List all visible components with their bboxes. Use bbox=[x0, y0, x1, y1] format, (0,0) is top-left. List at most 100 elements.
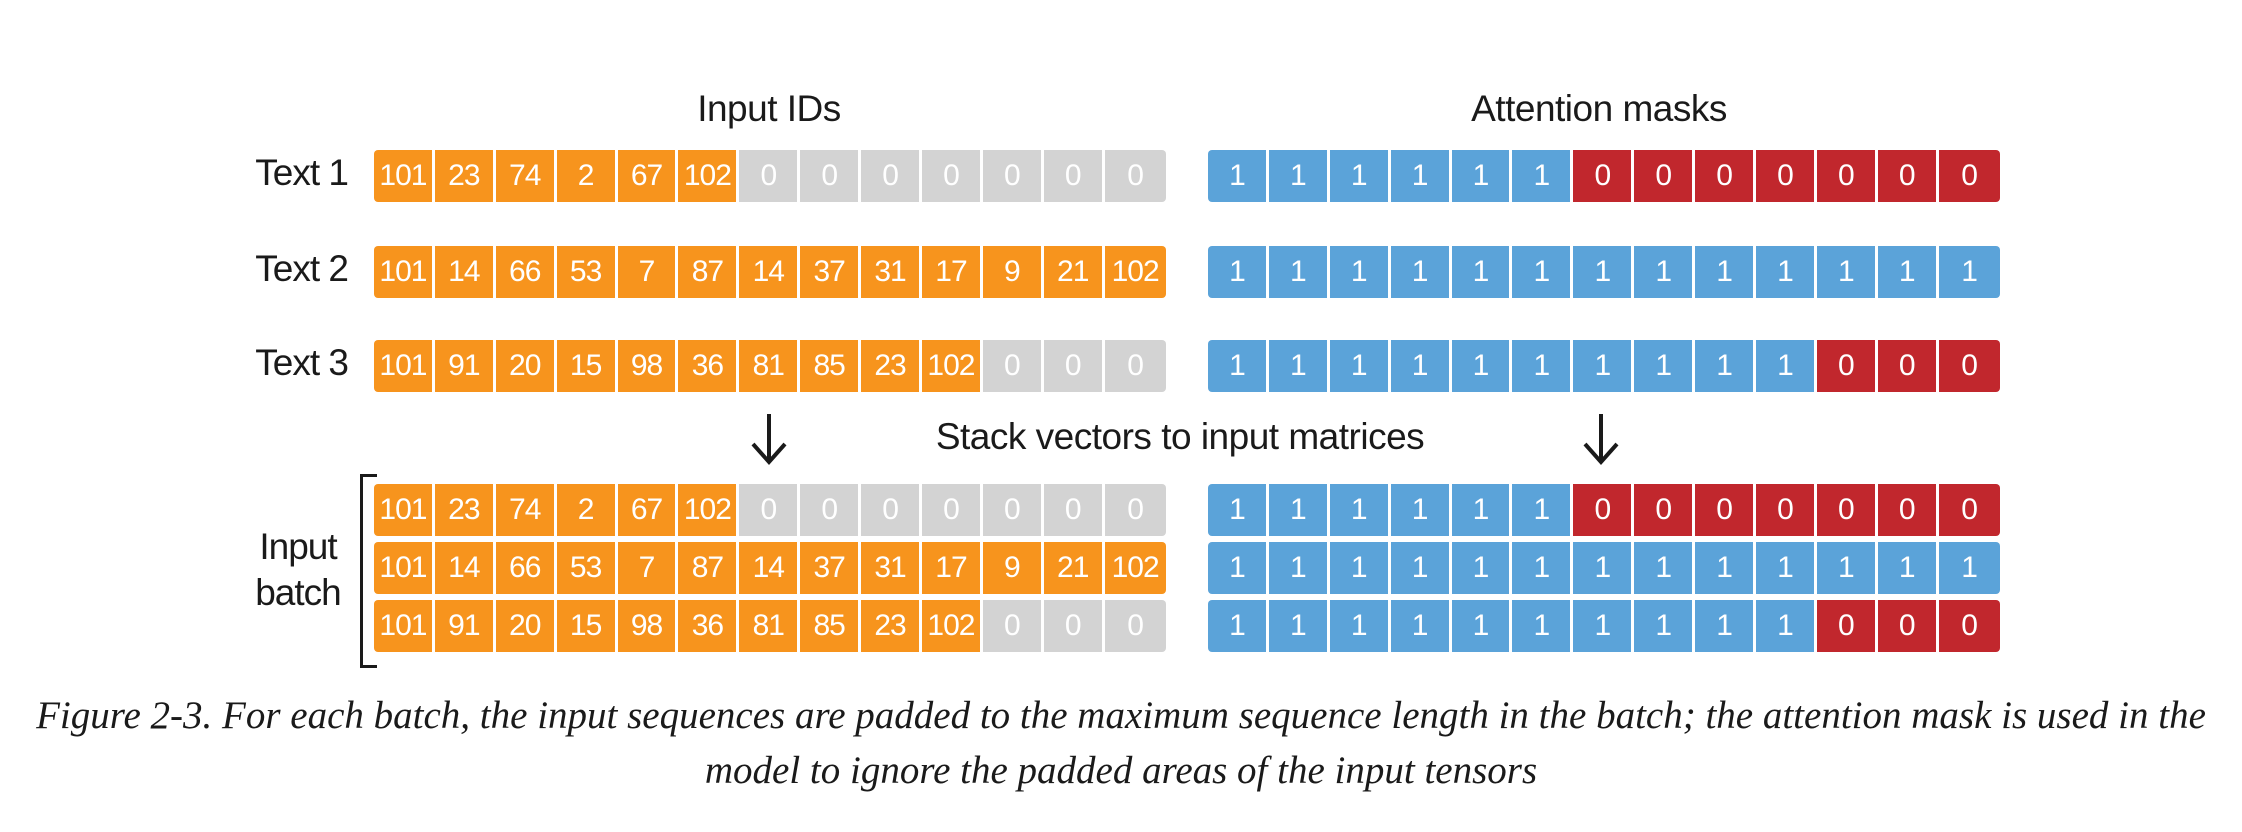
mask-one-cell: 1 bbox=[1208, 340, 1269, 392]
token-id-cell: 2 bbox=[556, 150, 618, 202]
token-id-cell: 31 bbox=[861, 542, 923, 594]
token-id-cell: 81 bbox=[739, 600, 801, 652]
mask-one-cell: 1 bbox=[1573, 246, 1635, 298]
pad-token-cell: 0 bbox=[1104, 484, 1166, 536]
token-id-cell: 85 bbox=[800, 600, 862, 652]
mask-one-cell: 1 bbox=[1208, 150, 1269, 202]
pad-token-cell: 0 bbox=[982, 340, 1044, 392]
mask-one-cell: 1 bbox=[1329, 246, 1391, 298]
mask-one-cell: 1 bbox=[1451, 542, 1513, 594]
token-id-cell: 102 bbox=[678, 150, 740, 202]
pad-token-cell: 0 bbox=[982, 484, 1044, 536]
token-id-cell: 81 bbox=[739, 340, 801, 392]
mask-one-cell: 1 bbox=[1695, 600, 1757, 652]
mask-one-cell: 1 bbox=[1816, 542, 1878, 594]
token-id-cell: 9 bbox=[982, 246, 1044, 298]
mask-one-cell: 1 bbox=[1756, 542, 1817, 594]
mask-one-cell: 1 bbox=[1268, 246, 1330, 298]
mask-one-cell: 1 bbox=[1573, 340, 1635, 392]
mask-one-cell: 1 bbox=[1634, 246, 1696, 298]
mask-one-cell: 1 bbox=[1390, 484, 1452, 536]
mask-one-cell: 1 bbox=[1573, 542, 1635, 594]
token-id-cell: 53 bbox=[556, 542, 618, 594]
token-id-cell: 85 bbox=[800, 340, 862, 392]
token-id-cell: 67 bbox=[617, 484, 679, 536]
input-batch-label: Input batch bbox=[238, 524, 358, 616]
mask-zero-cell: 0 bbox=[1816, 484, 1878, 536]
token-id-cell: 14 bbox=[739, 246, 801, 298]
token-id-cell: 23 bbox=[861, 340, 923, 392]
mask-one-cell: 1 bbox=[1268, 340, 1330, 392]
token-id-cell: 91 bbox=[434, 340, 496, 392]
token-id-cell: 66 bbox=[495, 246, 557, 298]
arrow-down-icon bbox=[751, 414, 787, 466]
batch-bracket bbox=[360, 474, 377, 668]
token-id-cell: 37 bbox=[800, 542, 862, 594]
pad-token-cell: 0 bbox=[1104, 150, 1166, 202]
mask-one-cell: 1 bbox=[1329, 340, 1391, 392]
token-id-cell: 67 bbox=[617, 150, 679, 202]
pad-token-cell: 0 bbox=[1043, 484, 1105, 536]
token-id-cell: 14 bbox=[434, 246, 496, 298]
mask-zero-cell: 0 bbox=[1877, 340, 1939, 392]
mask-one-cell: 1 bbox=[1512, 484, 1574, 536]
token-id-cell: 102 bbox=[922, 340, 983, 392]
mask-one-cell: 1 bbox=[1329, 484, 1391, 536]
pad-token-cell: 0 bbox=[1104, 340, 1166, 392]
pad-token-cell: 0 bbox=[982, 600, 1044, 652]
token-id-cell: 66 bbox=[495, 542, 557, 594]
token-id-cell: 101 bbox=[374, 150, 435, 202]
token-id-cell: 23 bbox=[861, 600, 923, 652]
token-id-cell: 101 bbox=[374, 600, 435, 652]
token-id-cell: 2 bbox=[556, 484, 618, 536]
mask-one-cell: 1 bbox=[1512, 600, 1574, 652]
token-id-cell: 21 bbox=[1043, 246, 1105, 298]
text2-label: Text 2 bbox=[255, 248, 349, 289]
mask-one-cell: 1 bbox=[1695, 246, 1757, 298]
token-id-cell: 101 bbox=[374, 340, 435, 392]
mask-one-cell: 1 bbox=[1208, 542, 1269, 594]
token-id-cell: 87 bbox=[678, 542, 740, 594]
mask-one-cell: 1 bbox=[1938, 246, 2000, 298]
token-id-cell: 17 bbox=[922, 246, 983, 298]
token-id-cell: 102 bbox=[678, 484, 740, 536]
pad-token-cell: 0 bbox=[800, 150, 862, 202]
mask-one-cell: 1 bbox=[1451, 246, 1513, 298]
mask-one-cell: 1 bbox=[1390, 542, 1452, 594]
pad-token-cell: 0 bbox=[739, 150, 801, 202]
mask-zero-cell: 0 bbox=[1938, 600, 2000, 652]
mask-one-cell: 1 bbox=[1390, 340, 1452, 392]
mask-one-cell: 1 bbox=[1877, 542, 1939, 594]
token-id-cell: 20 bbox=[495, 600, 557, 652]
mask-one-cell: 1 bbox=[1268, 150, 1330, 202]
token-id-cell: 20 bbox=[495, 340, 557, 392]
mask-one-cell: 1 bbox=[1268, 542, 1330, 594]
mask-one-cell: 1 bbox=[1390, 150, 1452, 202]
token-id-cell: 98 bbox=[617, 600, 679, 652]
token-id-cell: 14 bbox=[434, 542, 496, 594]
mask-zero-cell: 0 bbox=[1634, 150, 1696, 202]
text3-label: Text 3 bbox=[255, 342, 349, 383]
mask-one-cell: 1 bbox=[1634, 340, 1696, 392]
token-id-cell: 102 bbox=[922, 600, 983, 652]
mask-zero-cell: 0 bbox=[1695, 484, 1757, 536]
mask-one-cell: 1 bbox=[1512, 150, 1574, 202]
mask-zero-cell: 0 bbox=[1877, 600, 1939, 652]
token-id-cell: 31 bbox=[861, 246, 923, 298]
token-id-cell: 15 bbox=[556, 600, 618, 652]
token-id-cell: 37 bbox=[800, 246, 862, 298]
mask-zero-cell: 0 bbox=[1816, 340, 1878, 392]
mask-zero-cell: 0 bbox=[1816, 150, 1878, 202]
mask-one-cell: 1 bbox=[1208, 600, 1269, 652]
mask-one-cell: 1 bbox=[1329, 542, 1391, 594]
token-id-cell: 53 bbox=[556, 246, 618, 298]
